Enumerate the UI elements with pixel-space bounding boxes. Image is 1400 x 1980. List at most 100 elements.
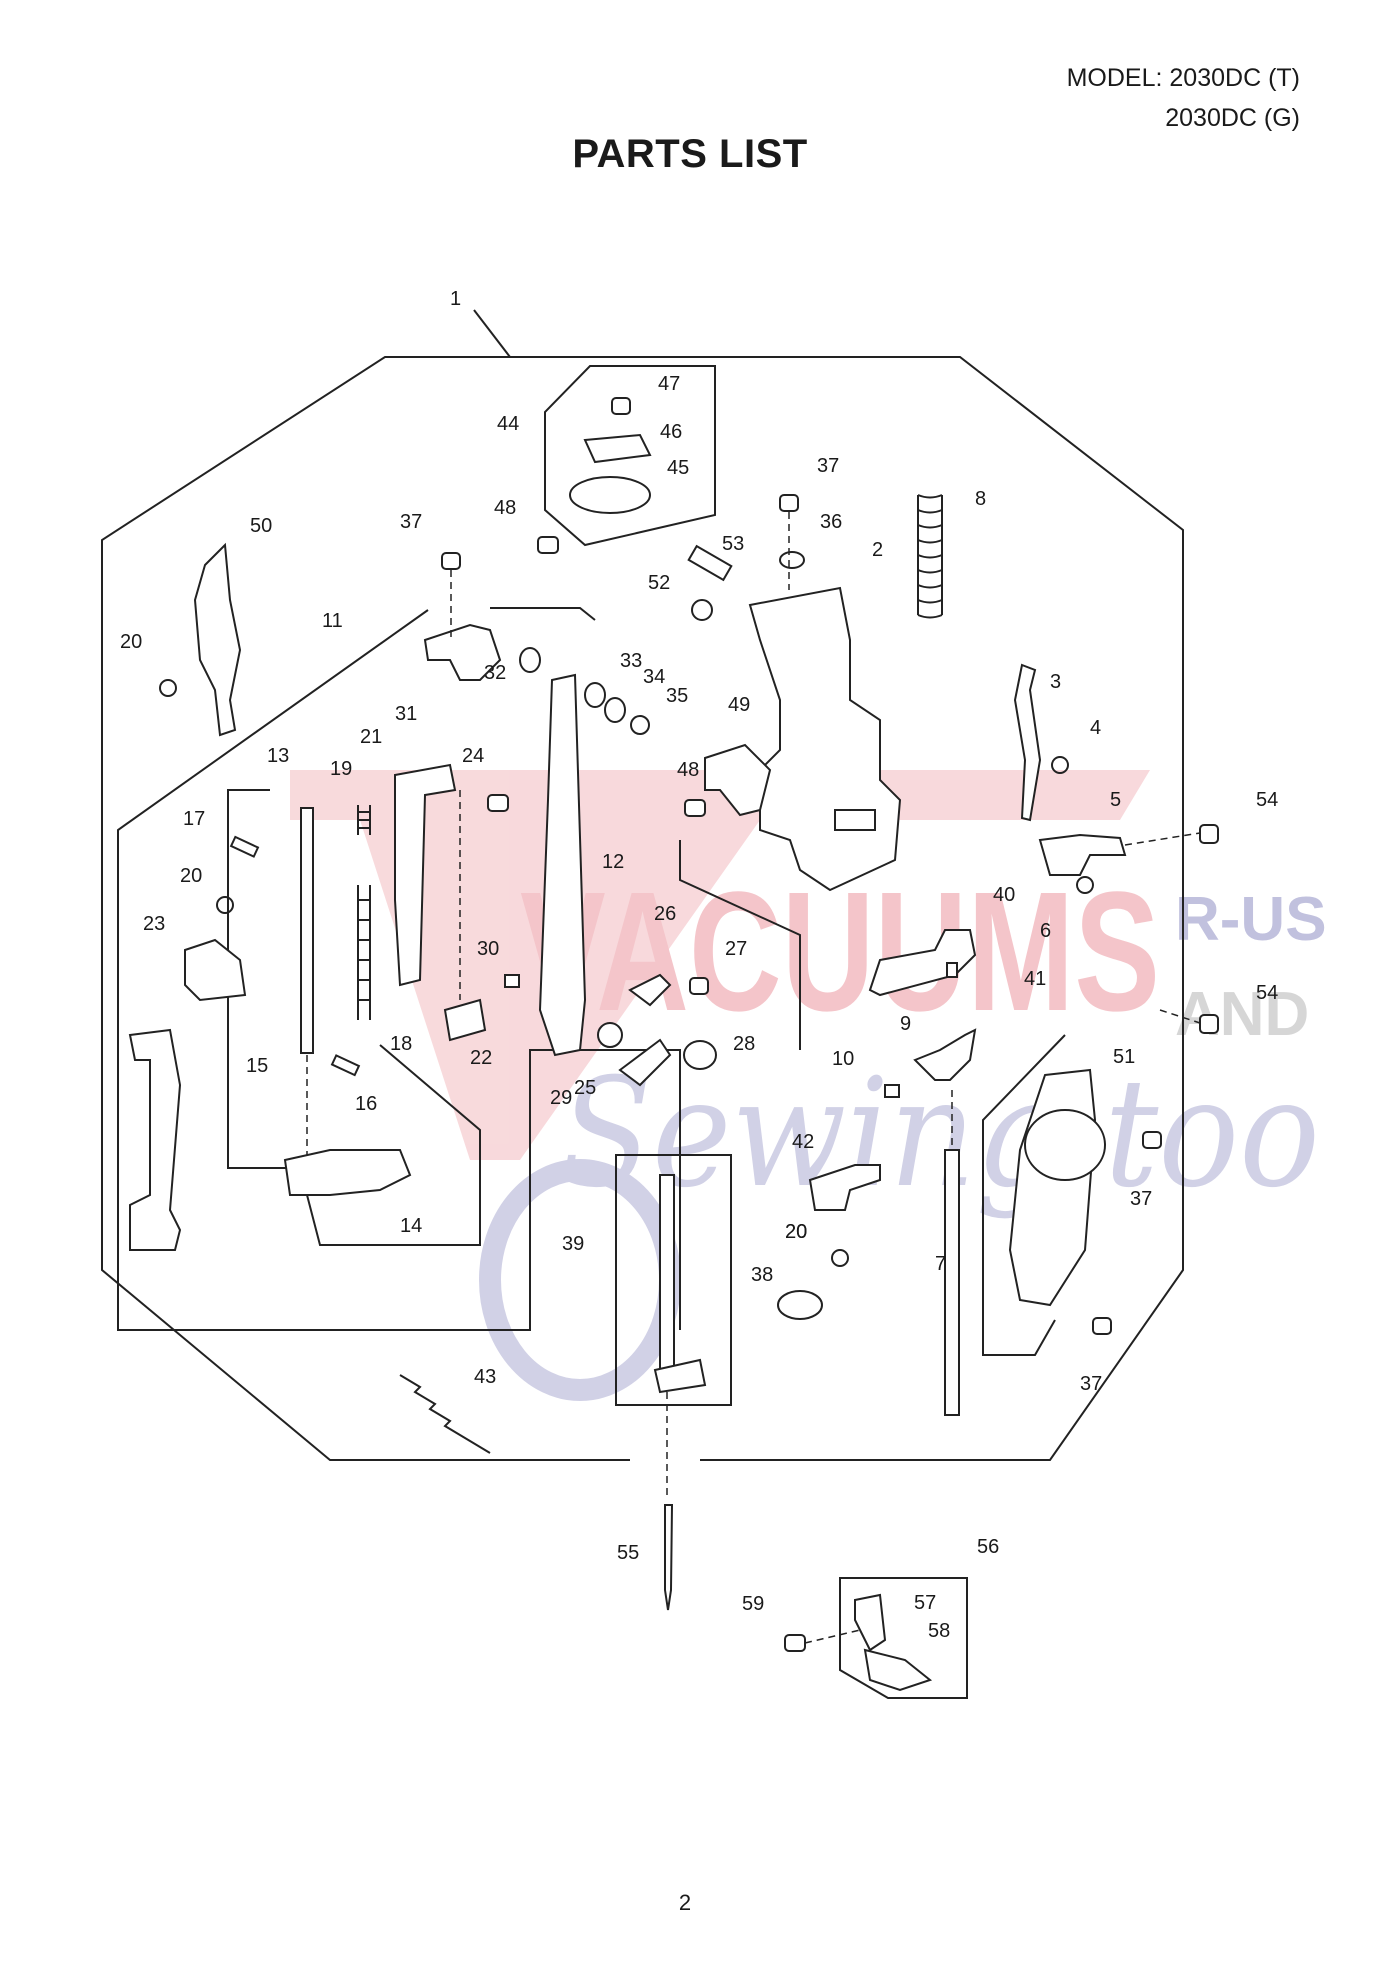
part-27-screw (689, 977, 709, 995)
callout-20: 20 (120, 631, 142, 653)
part-23-lifter-top (184, 938, 247, 1002)
callout-55: 55 (617, 1542, 639, 1564)
part-3-lever (1013, 663, 1042, 822)
callout-6: 6 (1040, 920, 1051, 942)
callout-14: 14 (400, 1215, 422, 1237)
callout-41: 41 (1024, 968, 1046, 990)
part-15-shaft (300, 807, 314, 1054)
callout-20: 20 (785, 1221, 807, 1243)
callout-26: 26 (654, 903, 676, 925)
part-21-bracket (394, 763, 457, 987)
callout-56: 56 (977, 1536, 999, 1558)
part-20-ering-a (159, 679, 177, 697)
callout-17: 17 (183, 808, 205, 830)
part-48-screw-b (684, 799, 706, 817)
part-22-part (443, 998, 487, 1042)
part-31-bracket (423, 623, 502, 681)
part-5-bracket (1038, 833, 1127, 876)
callout-48: 48 (677, 759, 699, 781)
part-35-ering (630, 715, 650, 735)
part-20-ering-b (216, 896, 234, 914)
part-49-bracket (704, 743, 772, 817)
callout-27: 27 (725, 938, 747, 960)
part-34-washer (604, 697, 626, 723)
callout-23: 23 (143, 913, 165, 935)
watermark-v-shape (290, 770, 1150, 1160)
callout-43: 43 (474, 1366, 496, 1388)
part-57-holder (854, 1593, 887, 1652)
callout-2: 2 (872, 539, 883, 561)
part-14-bracket (283, 1149, 412, 1196)
callout-46: 46 (660, 421, 682, 443)
part-43-spring (399, 1374, 491, 1454)
part-45-base (569, 476, 651, 514)
callout-7: 7 (935, 1253, 946, 1275)
callout-51: 51 (1113, 1046, 1135, 1068)
part-39-clamp (653, 1358, 707, 1394)
callout-28: 28 (733, 1033, 755, 1055)
callout-37: 37 (817, 455, 839, 477)
dash-59 (804, 1629, 861, 1644)
part-53-tube (687, 544, 733, 582)
callout-3: 3 (1050, 671, 1061, 693)
part-37-screw-d (1092, 1317, 1112, 1335)
part-10-screw (884, 1084, 900, 1098)
part-2-slot (834, 809, 876, 831)
callout-42: 42 (792, 1131, 814, 1153)
callout-53: 53 (722, 533, 744, 555)
callout-59: 59 (742, 1593, 764, 1615)
callout-38: 38 (751, 1264, 773, 1286)
callout-20: 20 (180, 865, 202, 887)
part-26-part (628, 973, 672, 1007)
callout-10: 10 (832, 1048, 854, 1070)
leader-1 (473, 309, 511, 358)
frame-44 (544, 365, 716, 547)
part-19-spring (357, 805, 371, 835)
callout-54: 54 (1256, 789, 1278, 811)
callout-54: 54 (1256, 982, 1278, 1004)
main-frame (101, 356, 630, 1461)
callout-39: 39 (562, 1233, 584, 1255)
callout-9: 9 (900, 1013, 911, 1035)
part-50-assembly (193, 542, 242, 737)
part-47-screw (611, 397, 631, 415)
callout-24: 24 (462, 745, 484, 767)
callout-40: 40 (993, 884, 1015, 906)
part-51-motor (1024, 1109, 1106, 1181)
callout-36: 36 (820, 511, 842, 533)
callout-13: 13 (267, 745, 289, 767)
part-12-support (538, 673, 587, 1057)
part-8-spring (917, 494, 943, 619)
part-42-part (808, 1164, 881, 1211)
page-number: 2 (678, 1890, 692, 1915)
callout-33: 33 (620, 650, 642, 672)
frame-11 (117, 609, 681, 1331)
part-33-washer (584, 682, 606, 708)
model-line-1: MODEL: 2030DC (T) (1066, 64, 1300, 92)
callout-15: 15 (246, 1055, 268, 1077)
part-59-screw (784, 1634, 806, 1652)
callout-20: 20 (785, 1221, 807, 1243)
callout-25: 25 (574, 1077, 596, 1099)
frame-56 (839, 1577, 968, 1699)
part-46-plate (583, 433, 652, 464)
callout-37: 37 (400, 511, 422, 533)
callout-58: 58 (928, 1620, 950, 1642)
callout-37: 37 (1080, 1373, 1102, 1395)
part-37-screw-a (441, 552, 461, 570)
part-55-needle (664, 1504, 674, 1611)
callout-32: 32 (484, 662, 506, 684)
part-30-screw (504, 974, 520, 988)
callout-8: 8 (975, 488, 986, 510)
callout-30: 30 (477, 938, 499, 960)
part-29-collar (597, 1022, 623, 1048)
page-title: PARTS LIST (572, 132, 808, 176)
callout-52: 52 (648, 572, 670, 594)
part-17-pin (229, 835, 260, 858)
part-41-screw (946, 962, 958, 978)
callout-labels: 1234567891011121314151617181920202020212… (120, 288, 1278, 1642)
part-18-spring (357, 885, 371, 1020)
part-39-needle-bar (659, 1174, 675, 1381)
part-38-part (777, 1290, 823, 1320)
